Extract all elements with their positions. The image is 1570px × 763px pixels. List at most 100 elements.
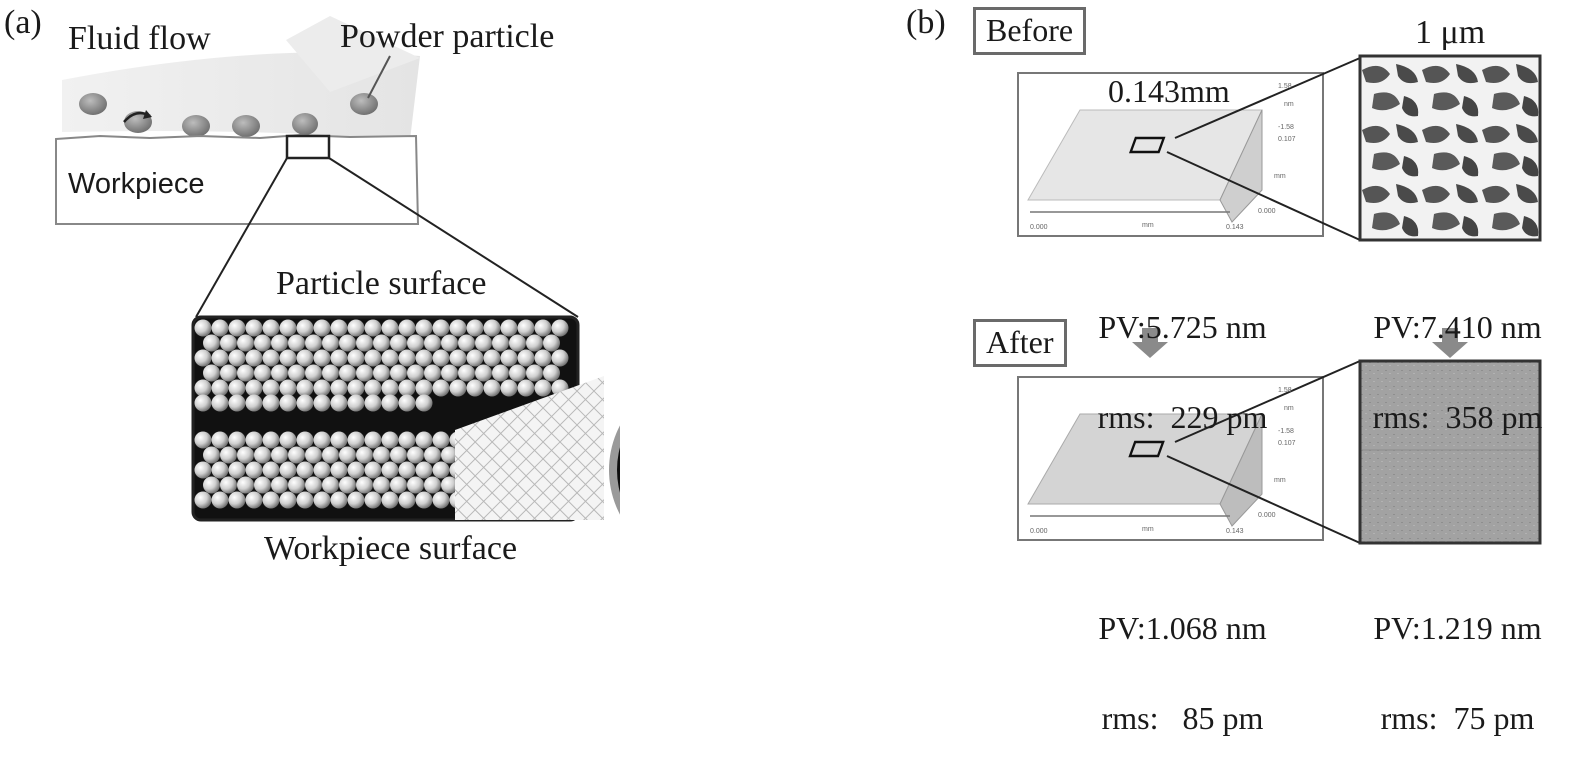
atom-grain xyxy=(500,319,518,337)
fluid-flow-label: Fluid flow xyxy=(68,20,211,57)
atom-grain xyxy=(339,446,356,464)
atom-grain xyxy=(441,446,458,464)
atom-grain xyxy=(424,476,441,494)
atom-grain xyxy=(407,446,424,464)
atom-grain xyxy=(211,431,229,449)
atom-grain xyxy=(220,446,237,464)
atom-grain xyxy=(500,379,518,397)
atom-grain xyxy=(194,431,212,449)
after-xend: 0.143 xyxy=(1226,528,1244,535)
atom-grain xyxy=(288,476,305,494)
atom-grain xyxy=(526,334,543,352)
atom-grain xyxy=(305,334,322,352)
atom-grain xyxy=(364,491,382,509)
atom-grain xyxy=(381,431,399,449)
after-zunit: nm xyxy=(1284,405,1294,412)
atom-grain xyxy=(330,461,348,479)
atom-grain xyxy=(492,334,509,352)
atom-grain xyxy=(279,461,297,479)
atom-grain xyxy=(288,334,305,352)
after-left-rms: rms: 85 pm xyxy=(1101,700,1264,736)
atom-grain xyxy=(220,334,237,352)
atom-grain xyxy=(339,476,356,494)
atom-grain xyxy=(220,364,237,382)
atom-grain xyxy=(500,349,518,367)
before-ztop: 1.58 xyxy=(1278,83,1292,90)
before-zbottom: -1.58 xyxy=(1278,124,1294,131)
atom-grain xyxy=(245,379,263,397)
atom-grain xyxy=(330,319,348,337)
atom-grain xyxy=(551,349,569,367)
atom-grain xyxy=(313,319,331,337)
after-left-pv: PV:1.068 nm xyxy=(1098,610,1267,646)
atom-grain xyxy=(254,334,271,352)
atom-grain xyxy=(432,431,450,449)
powder-particle xyxy=(292,113,318,135)
atom-grain xyxy=(203,334,220,352)
atom-grain xyxy=(313,461,331,479)
after-xunit: mm xyxy=(1142,526,1154,533)
atom-grain xyxy=(262,461,280,479)
atom-grain xyxy=(271,364,288,382)
after-right-pv: PV:1.219 nm xyxy=(1373,610,1542,646)
atom-grain xyxy=(254,446,271,464)
before-left-rms: rms: 229 pm xyxy=(1097,399,1268,435)
panel-a-tag: (a) xyxy=(4,4,42,41)
atom-grain xyxy=(203,446,220,464)
after-right-stats: PV:1.219 nm rms: 75 pm xyxy=(1350,553,1565,763)
atom-grain xyxy=(322,476,339,494)
after-side: 0.107 xyxy=(1278,440,1296,447)
atom-grain xyxy=(347,349,365,367)
atom-grain xyxy=(313,491,331,509)
panel-b-illustration: 1.58 nm -1.58 0.107 mm 0.000 0.000 mm 0.… xyxy=(1017,54,1542,545)
atom-grain xyxy=(211,394,229,412)
atom-grain xyxy=(262,431,280,449)
atom-grain xyxy=(432,319,450,337)
atom-grain xyxy=(279,491,297,509)
after-label: After xyxy=(973,319,1067,367)
atom-grain xyxy=(296,394,314,412)
atom-grain xyxy=(194,491,212,509)
workpiece-label: Workpiece xyxy=(68,168,205,200)
atom-grain xyxy=(424,364,441,382)
atom-grain xyxy=(483,319,501,337)
atom-grain xyxy=(203,476,220,494)
atom-grain xyxy=(296,461,314,479)
atom-grain xyxy=(347,461,365,479)
atom-grain xyxy=(347,491,365,509)
atom-grain xyxy=(347,379,365,397)
atom-grain xyxy=(194,379,212,397)
after-zbottom: -1.58 xyxy=(1278,428,1294,435)
atom-grain xyxy=(415,431,433,449)
atom-grain xyxy=(237,334,254,352)
atom-grain xyxy=(322,364,339,382)
atom-grain xyxy=(228,349,246,367)
atom-grain xyxy=(432,491,450,509)
atom-grain xyxy=(517,319,535,337)
atom-grain xyxy=(381,349,399,367)
atom-grain xyxy=(432,461,450,479)
atom-grain xyxy=(415,349,433,367)
atom-grain xyxy=(262,349,280,367)
after-yzero: 0.000 xyxy=(1258,512,1276,519)
atom-grain xyxy=(296,319,314,337)
atom-grain xyxy=(330,431,348,449)
map-width-label: 0.143mm xyxy=(1108,73,1230,109)
atom-grain xyxy=(288,446,305,464)
before-xend: 0.143 xyxy=(1226,224,1244,231)
atom-grain xyxy=(373,364,390,382)
before-right-rms: rms: 358 pm xyxy=(1372,399,1543,435)
atom-grain xyxy=(466,349,484,367)
atom-grain xyxy=(483,379,501,397)
atom-grain xyxy=(279,349,297,367)
before-zunit: nm xyxy=(1284,101,1294,108)
atom-grain xyxy=(254,476,271,494)
atom-grain xyxy=(347,394,365,412)
atom-grain xyxy=(475,334,492,352)
atom-grain xyxy=(356,334,373,352)
atom-grain xyxy=(279,379,297,397)
atom-grain xyxy=(424,334,441,352)
pointer-line xyxy=(367,55,391,99)
before-3d-plot xyxy=(1017,57,1361,241)
atom-grain xyxy=(211,461,229,479)
